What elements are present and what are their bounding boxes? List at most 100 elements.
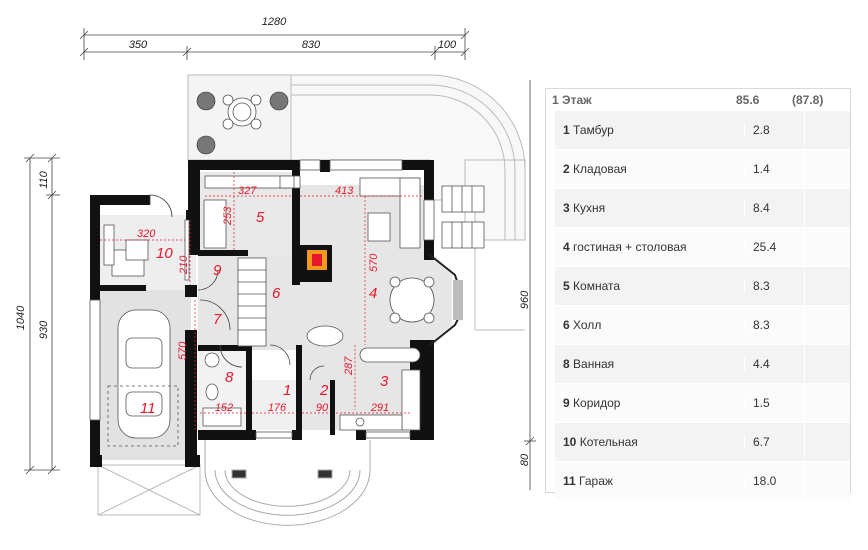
room-label: Кухня	[573, 201, 606, 215]
room-number: 1	[563, 123, 570, 137]
room-dim-210: 210	[178, 255, 190, 275]
room-area-alt-cell	[804, 345, 850, 383]
fireplace	[300, 245, 332, 275]
room-area-alt-cell	[804, 150, 850, 188]
patio-table	[222, 94, 262, 130]
furniture	[103, 175, 435, 447]
room-name: 1 Тамбур	[555, 123, 744, 137]
room-dim-570-garage: 570	[177, 341, 189, 360]
room-label: Коридор	[573, 396, 621, 410]
garage-apron	[97, 464, 201, 516]
floor-area-alt: (87.8)	[792, 93, 824, 107]
table-header: 1 Этаж 85.6 (87.8)	[546, 89, 850, 111]
room-number-1: 1	[283, 382, 291, 399]
floor-title: 1 Этаж	[552, 93, 592, 107]
table-row: 11 Гараж 18.0	[555, 462, 850, 501]
room-number: 6	[563, 318, 570, 332]
room-area: 8.3	[744, 318, 804, 332]
right-dimensions	[524, 80, 536, 490]
room-area-alt-cell	[804, 267, 850, 305]
room-number-4: 4	[369, 285, 377, 302]
windows	[89, 159, 435, 439]
room-number: 3	[563, 201, 570, 215]
room-name: 6 Холл	[555, 318, 744, 332]
room-name: 5 Комната	[555, 279, 744, 293]
dim-top-1: 350	[129, 39, 148, 51]
room-area: 25.4	[744, 240, 804, 254]
room-dim-90: 90	[316, 402, 329, 414]
room-label: гостиная + столовая	[573, 240, 687, 254]
room-number-8: 8	[225, 369, 234, 386]
bay-window-frame	[453, 280, 463, 320]
table-row: 4 гостиная + столовая 25.4	[555, 228, 850, 267]
room-name: 3 Кухня	[555, 201, 744, 215]
dim-right-mid: 960	[519, 290, 531, 309]
room-area: 2.8	[744, 123, 804, 137]
room-label: Котельная	[579, 435, 638, 449]
room-number-9: 9	[213, 262, 222, 279]
room-area-alt-cell	[804, 189, 850, 227]
room-label: Гараж	[579, 474, 613, 488]
room-name: 8 Ванная	[555, 357, 744, 371]
room-number-7: 7	[213, 311, 222, 328]
floor-area: 85.6	[736, 93, 760, 107]
room-area: 18.0	[744, 474, 804, 488]
room-dim-320: 320	[137, 228, 156, 240]
room-number-11: 11	[140, 400, 156, 417]
room-number-5: 5	[256, 209, 265, 226]
dim-left-inner: 930	[38, 320, 50, 339]
room-area-alt-cell	[804, 306, 850, 344]
room-area-alt-cell	[804, 111, 850, 149]
dim-left-small: 110	[38, 170, 50, 188]
room-name: 10 Котельная	[555, 435, 744, 449]
room-area: 1.5	[744, 396, 804, 410]
room-number: 2	[563, 162, 570, 176]
room-label: Тамбур	[573, 123, 614, 137]
plant-icons	[196, 91, 289, 155]
room-number-2: 2	[319, 382, 329, 399]
dim-top-3: 100	[438, 39, 457, 51]
room-dim-287: 287	[343, 356, 355, 376]
room-dim-lines	[100, 172, 424, 430]
room-label: Комната	[573, 279, 621, 293]
room-number: 9	[563, 396, 570, 410]
room-label: Холл	[573, 318, 602, 332]
room-area-alt-cell	[804, 228, 850, 266]
dim-top-total: 1280	[262, 16, 287, 28]
deck-chairs	[441, 185, 485, 249]
room-label: Ванная	[573, 357, 615, 371]
dim-right-bottom: 80	[519, 453, 531, 466]
room-dim-152: 152	[215, 402, 233, 414]
room-dim-413: 413	[335, 185, 354, 197]
room-area-alt-cell	[804, 423, 850, 461]
room-number: 10	[563, 435, 577, 449]
room-area-alt-cell	[804, 462, 850, 500]
entrance-porch	[204, 440, 371, 526]
dim-left-total: 1040	[15, 305, 27, 330]
room-number: 11	[563, 474, 576, 488]
room-label: Кладовая	[573, 162, 627, 176]
room-dim-327: 327	[238, 185, 257, 197]
room-dim-253: 253	[222, 206, 234, 226]
left-dimensions	[24, 153, 60, 475]
doors	[149, 194, 325, 381]
room-area: 4.4	[744, 357, 804, 371]
floor-plan: 1280 350 830 100 1040 930 110 960 80	[15, 16, 536, 526]
room-number: 4	[563, 240, 570, 254]
room-number-3: 3	[380, 373, 389, 390]
dim-top-2: 830	[302, 39, 321, 51]
room-number: 5	[563, 279, 570, 293]
room-area: 8.4	[744, 201, 804, 215]
room-dim-570-living: 570	[368, 253, 380, 272]
room-name: 2 Кладовая	[555, 162, 744, 176]
room-name: 9 Коридор	[555, 396, 744, 410]
